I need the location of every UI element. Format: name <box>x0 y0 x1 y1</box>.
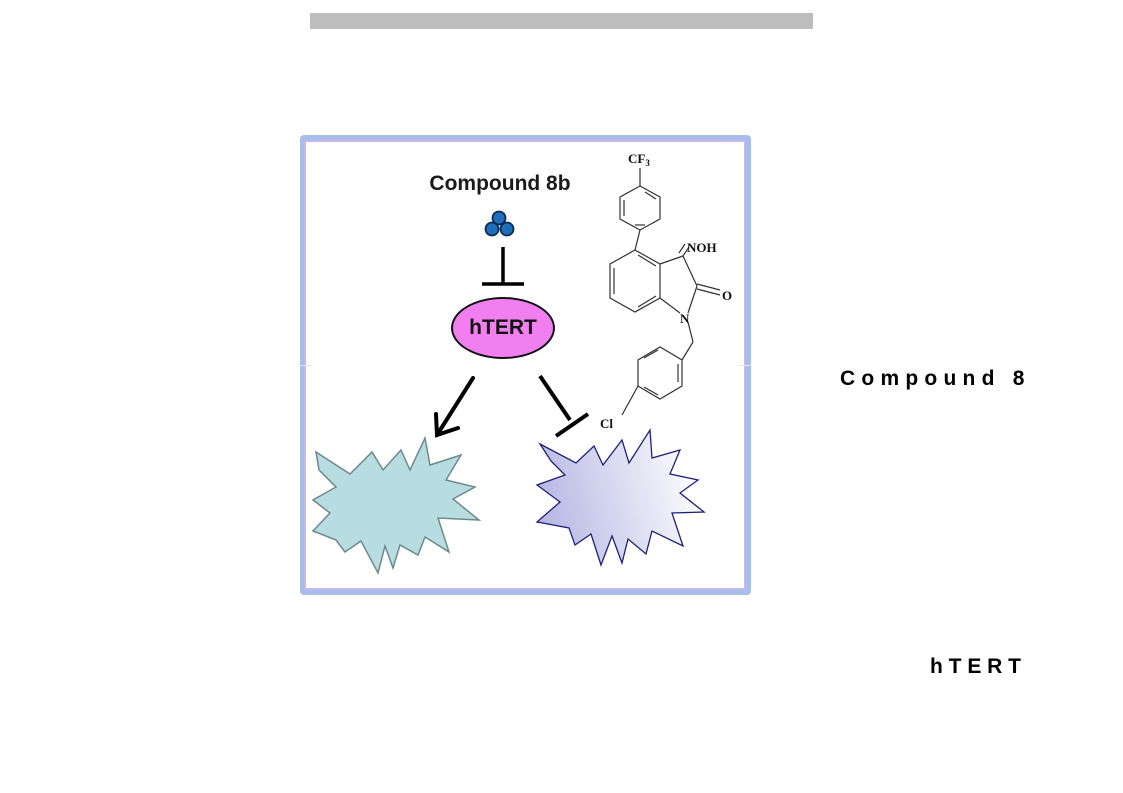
inhibition-symbol-top <box>482 247 524 286</box>
cf3-label: CF <box>628 151 645 166</box>
title-bar-placeholder <box>310 13 813 29</box>
oxygen-label: O <box>722 288 732 303</box>
frame-seam-left <box>298 365 312 366</box>
htert-node: hTERT <box>451 297 555 359</box>
chlorine-label: Cl <box>600 416 613 431</box>
molecule-icon <box>484 210 515 237</box>
right-effect-burst <box>535 427 706 567</box>
activation-arrow <box>434 376 475 438</box>
frame-seam-right <box>738 365 752 366</box>
nitrogen-label: N <box>680 311 690 326</box>
compound-label: Compound 8b <box>429 172 571 195</box>
side-htert-text: h T E R T <box>930 655 1021 678</box>
noh-label: NOH <box>687 240 717 255</box>
side-compound-text: C o m p o u n d 8 <box>840 367 1025 390</box>
cf3-subscript: 3 <box>645 158 650 168</box>
htert-label: hTERT <box>469 316 537 339</box>
inhibition-symbol-right <box>538 374 590 438</box>
svg-text:CF3: CF3 <box>628 151 650 168</box>
left-effect-burst <box>311 435 482 576</box>
chemical-structure: CF3 NOH O N Cl <box>600 151 732 431</box>
